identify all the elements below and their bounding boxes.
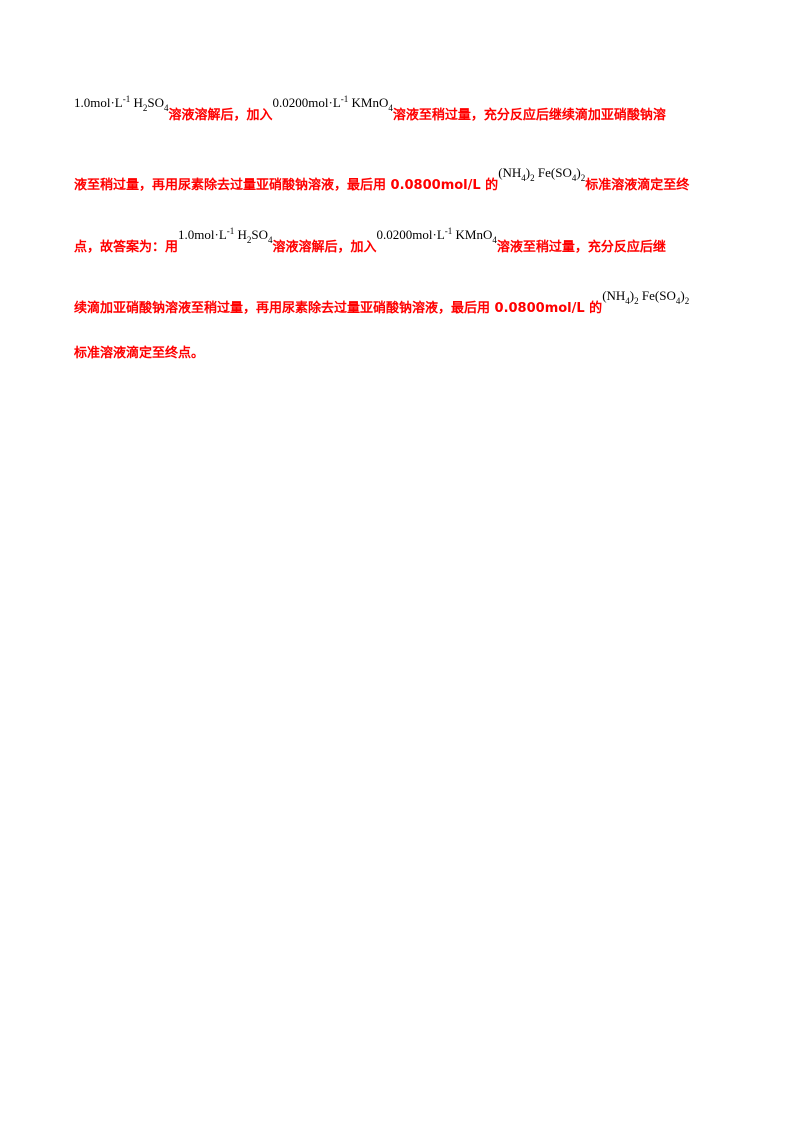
text-line-1: 1.0mol·L-1 H2SO4溶液溶解后，加入0.0200mol·L-1 KM… — [74, 94, 666, 144]
formula-kmno4: 0.0200mol·L-1 KMnO4 — [376, 226, 497, 245]
text-segment: 溶液至稍过量，充分反应后继续滴加亚硝酸钠溶 — [392, 108, 666, 123]
text-segment: 标准溶液滴定至终点。 — [74, 346, 205, 361]
text-segment: 续滴加亚硝酸钠溶液至稍过量，再用尿素除去过量亚硝酸钠溶液，最后用 0.0800m… — [74, 301, 603, 316]
text-line-2: 液至稍过量，再用尿素除去过量亚硝酸钠溶液，最后用 0.0800mol/L 的(N… — [74, 165, 690, 214]
text-segment: 标准溶液滴定至终 — [585, 178, 690, 193]
text-segment: 溶液溶解后，加入 — [272, 240, 377, 255]
text-line-3: 点，故答案为：用1.0mol·L-1 H2SO4溶液溶解后，加入0.0200mo… — [74, 226, 666, 276]
text-segment: 溶液溶解后，加入 — [168, 108, 273, 123]
text-line-5: 标准溶液滴定至终点。 — [74, 342, 204, 382]
text-line-4: 续滴加亚硝酸钠溶液至稍过量，再用尿素除去过量亚硝酸钠溶液，最后用 0.0800m… — [74, 288, 689, 337]
text-segment: 液至稍过量，再用尿素除去过量亚硝酸钠溶液，最后用 0.0800mol/L 的 — [74, 178, 499, 193]
text-segment: 点，故答案为：用 — [74, 240, 179, 255]
formula-kmno4: 0.0200mol·L-1 KMnO4 — [272, 94, 393, 113]
formula-ammonium-iron-sulfate: (NH4)2 Fe(SO4)2 — [498, 165, 586, 183]
formula-h2so4: 1.0mol·L-1 H2SO4 — [178, 226, 273, 245]
formula-h2so4: 1.0mol·L-1 H2SO4 — [74, 94, 169, 113]
text-segment: 溶液至稍过量，充分反应后继 — [496, 240, 666, 255]
formula-ammonium-iron-sulfate: (NH4)2 Fe(SO4)2 — [602, 288, 690, 306]
